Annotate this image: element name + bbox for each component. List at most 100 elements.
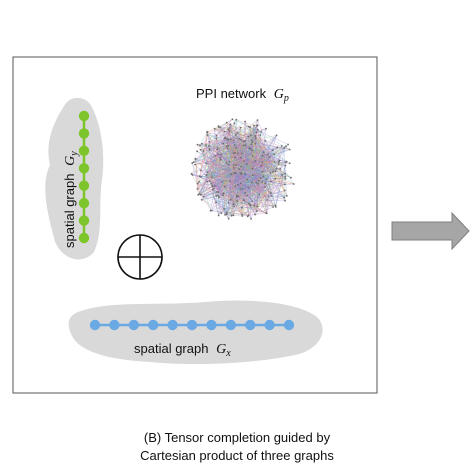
network-node bbox=[192, 161, 195, 164]
network-node bbox=[264, 140, 267, 142]
network-edge bbox=[212, 156, 221, 168]
network-node bbox=[254, 137, 257, 139]
network-edge bbox=[231, 174, 253, 194]
graph-x-node bbox=[89, 319, 101, 331]
network-node bbox=[259, 134, 262, 136]
network-node bbox=[202, 150, 205, 152]
network-node bbox=[283, 196, 286, 199]
network-node bbox=[252, 174, 254, 177]
network-node bbox=[240, 156, 242, 159]
network-node bbox=[198, 181, 200, 183]
network-edge bbox=[255, 175, 261, 195]
network-edge bbox=[212, 128, 215, 186]
network-node bbox=[236, 152, 239, 155]
network-node bbox=[227, 201, 230, 204]
network-node bbox=[227, 139, 230, 141]
network-node bbox=[270, 180, 272, 183]
network-node bbox=[254, 142, 257, 145]
graph-y-node bbox=[78, 215, 90, 226]
network-node bbox=[284, 199, 286, 202]
network-edge bbox=[235, 145, 264, 162]
graph-x-node bbox=[245, 319, 256, 331]
network-edge bbox=[274, 154, 276, 172]
right-arrow-icon bbox=[391, 211, 470, 251]
network-edge bbox=[233, 201, 253, 205]
network-node bbox=[196, 143, 199, 146]
network-edge bbox=[235, 179, 255, 191]
network-edge bbox=[254, 206, 274, 215]
network-node bbox=[255, 131, 258, 134]
network-edge bbox=[212, 154, 219, 190]
network-node bbox=[275, 167, 278, 170]
network-edge bbox=[233, 183, 261, 199]
network-node bbox=[244, 172, 247, 175]
network-node bbox=[269, 171, 272, 174]
network-node bbox=[217, 195, 220, 197]
spatial-graph-y: spatial graph Gy bbox=[45, 97, 104, 260]
network-node bbox=[276, 146, 279, 149]
network-node bbox=[227, 128, 230, 131]
ppi-network-label-text: PPI network bbox=[196, 86, 267, 101]
network-node bbox=[246, 194, 249, 197]
graph-y-nodes bbox=[78, 110, 90, 244]
network-node bbox=[216, 147, 219, 150]
network-edge bbox=[198, 194, 255, 206]
network-node bbox=[210, 182, 213, 185]
network-node bbox=[214, 154, 217, 157]
network-edge bbox=[253, 174, 261, 184]
network-edge bbox=[233, 169, 241, 186]
network-edge bbox=[200, 170, 252, 220]
cloud-shape-x bbox=[68, 300, 323, 364]
network-node bbox=[199, 169, 202, 172]
network-node bbox=[213, 127, 216, 130]
network-node bbox=[249, 147, 252, 150]
network-node bbox=[220, 153, 223, 156]
network-node bbox=[247, 214, 250, 217]
network-edge bbox=[210, 171, 232, 197]
spatial-graph-x-symbol: Gx bbox=[216, 342, 231, 359]
network-edge bbox=[250, 197, 285, 206]
network-edge bbox=[201, 143, 231, 200]
network-node bbox=[212, 187, 215, 190]
network-node bbox=[223, 208, 226, 210]
network-node bbox=[234, 156, 236, 159]
network-node bbox=[198, 193, 201, 195]
network-edge bbox=[262, 180, 276, 182]
network-node bbox=[229, 198, 232, 201]
network-edge bbox=[199, 193, 212, 211]
network-edge bbox=[207, 122, 227, 136]
network-edge bbox=[199, 131, 208, 146]
network-edge bbox=[212, 181, 223, 187]
network-node bbox=[233, 172, 236, 175]
network-node bbox=[223, 137, 226, 140]
graph-x-node bbox=[206, 319, 217, 331]
network-node bbox=[215, 194, 218, 197]
network-edge bbox=[234, 137, 243, 195]
network-node bbox=[223, 130, 226, 133]
network-edge bbox=[250, 139, 256, 168]
graph-x-node bbox=[148, 319, 159, 331]
network-node bbox=[277, 163, 280, 165]
network-node bbox=[256, 119, 259, 121]
network-node bbox=[257, 179, 260, 182]
network-node bbox=[217, 153, 219, 156]
network-node bbox=[239, 126, 242, 129]
network-node bbox=[206, 134, 209, 136]
network-edge bbox=[220, 154, 234, 205]
network-node bbox=[190, 172, 193, 175]
network-node bbox=[197, 193, 200, 196]
network-node bbox=[261, 170, 264, 173]
network-edge bbox=[234, 168, 243, 172]
network-edge bbox=[222, 194, 267, 214]
network-edge bbox=[270, 176, 286, 182]
network-edge bbox=[244, 121, 253, 143]
network-node bbox=[230, 214, 233, 217]
network-edge bbox=[242, 185, 263, 195]
network-node bbox=[236, 200, 239, 202]
network-node bbox=[235, 164, 238, 167]
network-node bbox=[261, 154, 264, 157]
network-node bbox=[274, 177, 277, 180]
figure-caption-line-2: Cartesian product of three graphs bbox=[140, 448, 334, 463]
network-node bbox=[257, 183, 260, 185]
network-node bbox=[229, 180, 231, 183]
